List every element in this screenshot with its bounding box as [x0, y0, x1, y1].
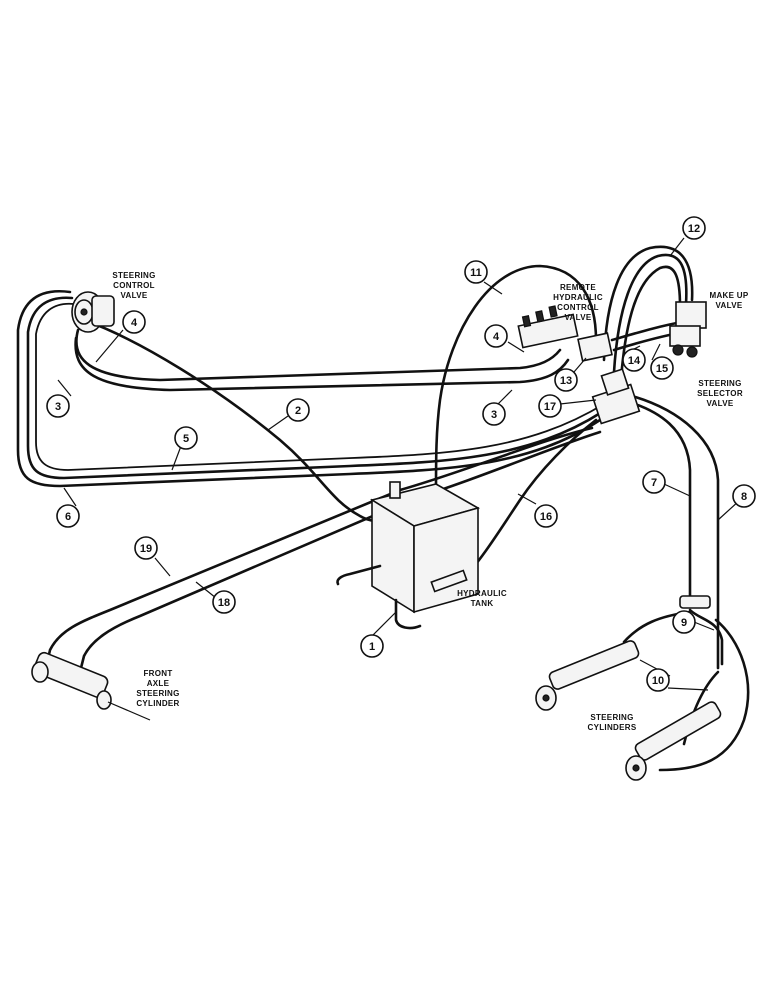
- steering-selector-valve: [591, 368, 641, 425]
- label-line: VALVE: [707, 399, 734, 408]
- front-axle-steering-cylinder: [31, 651, 151, 721]
- callout-number: 7: [651, 477, 657, 489]
- label-line: SELECTOR: [697, 389, 743, 398]
- label-line: AXLE: [147, 679, 170, 688]
- callout-16: 16: [534, 504, 558, 528]
- steering-control-valve: [71, 291, 115, 333]
- callout-number: 18: [218, 597, 230, 609]
- label-remote-hydraulic-control-valve: REMOTE HYDRAULIC CONTROL VALVE: [553, 283, 603, 322]
- callout-6: 6: [56, 504, 80, 528]
- label-line: CYLINDER: [136, 699, 179, 708]
- steering-cylinders: [535, 595, 722, 781]
- callout-15: 15: [650, 356, 674, 380]
- callout-number: 3: [491, 409, 497, 421]
- label-line: CONTROL: [557, 303, 599, 312]
- callout-number: 1: [369, 641, 375, 653]
- callout-5: 5: [174, 426, 198, 450]
- hose-12a: [602, 245, 694, 362]
- callout-number: 19: [140, 543, 152, 555]
- callout-9: 9: [672, 610, 696, 634]
- callout-18: 18: [212, 590, 236, 614]
- label-front-axle-steering-cylinder: FRONT AXLE STEERING CYLINDER: [136, 669, 179, 708]
- callout-3-left: 3: [46, 394, 70, 418]
- callout-19: 19: [134, 536, 158, 560]
- callout-number: 14: [628, 355, 641, 367]
- label-line: TANK: [471, 599, 494, 608]
- callout-2: 2: [286, 398, 310, 422]
- label-line: HYDRAULIC: [457, 589, 507, 598]
- callout-number: 2: [295, 405, 301, 417]
- hose-12b: [612, 253, 688, 374]
- label-line: STEERING: [590, 713, 633, 722]
- callout-number: 3: [55, 401, 61, 413]
- hose-12c: [618, 265, 682, 394]
- hose-6: [16, 289, 602, 488]
- label-line: STEERING: [136, 689, 179, 698]
- hose-3: [74, 336, 570, 392]
- callout-8: 8: [732, 484, 756, 508]
- callout-number: 5: [183, 433, 189, 445]
- hose-11: [434, 264, 598, 494]
- callout-number: 11: [470, 267, 482, 279]
- label-steering-control-valve: STEERING CONTROL VALVE: [112, 271, 155, 300]
- callout-7: 7: [642, 470, 666, 494]
- make-up-valve: [669, 301, 707, 358]
- hose-8: [630, 394, 720, 670]
- label-make-up-valve: MAKE UP VALVE: [710, 291, 749, 310]
- callout-number: 10: [652, 675, 664, 687]
- callout-number: 9: [681, 617, 687, 629]
- callout-number: 8: [741, 491, 747, 503]
- callout-number: 13: [560, 375, 572, 387]
- label-line: VALVE: [121, 291, 148, 300]
- callout-number: 16: [540, 511, 552, 523]
- label-line: FRONT: [143, 669, 172, 678]
- callout-4-right: 4: [484, 324, 508, 348]
- callout-3-right: 3: [482, 402, 506, 426]
- label-line: CONTROL: [113, 281, 155, 290]
- callout-4-left: 4: [122, 310, 146, 334]
- remote-hydraulic-control-valve: [517, 305, 613, 362]
- callout-number: 6: [65, 511, 71, 523]
- callout-12: 12: [682, 216, 706, 240]
- callout-number: 4: [493, 331, 500, 343]
- label-line: STEERING: [112, 271, 155, 280]
- label-line: HYDRAULIC: [553, 293, 603, 302]
- label-steering-selector-valve: STEERING SELECTOR VALVE: [697, 379, 743, 408]
- hose-16: [460, 418, 598, 582]
- callout-number: 12: [688, 223, 700, 235]
- hose-18: [78, 430, 602, 674]
- hose-2: [82, 318, 388, 523]
- hose-7: [620, 398, 692, 602]
- label-hydraulic-tank: HYDRAULIC TANK: [457, 589, 507, 608]
- label-line: STEERING: [698, 379, 741, 388]
- hydraulic-tank: [336, 481, 481, 630]
- callout-number: 4: [131, 317, 138, 329]
- hose-5: [26, 296, 604, 480]
- label-line: VALVE: [716, 301, 743, 310]
- label-line: MAKE UP: [710, 291, 749, 300]
- label-steering-cylinders: STEERING CYLINDERS: [588, 713, 637, 732]
- callout-13: 13: [554, 368, 578, 392]
- callout-11: 11: [464, 260, 488, 284]
- label-line: CYLINDERS: [588, 723, 637, 732]
- callout-14: 14: [622, 348, 646, 372]
- callout-1: 1: [360, 634, 384, 658]
- label-line: VALVE: [565, 313, 592, 322]
- callout-number: 15: [656, 363, 668, 375]
- hose-5b: [35, 302, 605, 471]
- label-line: REMOTE: [560, 283, 596, 292]
- callout-number: 17: [544, 401, 556, 413]
- hose-4: [75, 328, 562, 382]
- callout-17: 17: [538, 394, 562, 418]
- callout-10: 10: [646, 668, 670, 692]
- hose-10b: [658, 618, 750, 772]
- hose-9: [688, 608, 724, 666]
- hose-19: [44, 426, 594, 670]
